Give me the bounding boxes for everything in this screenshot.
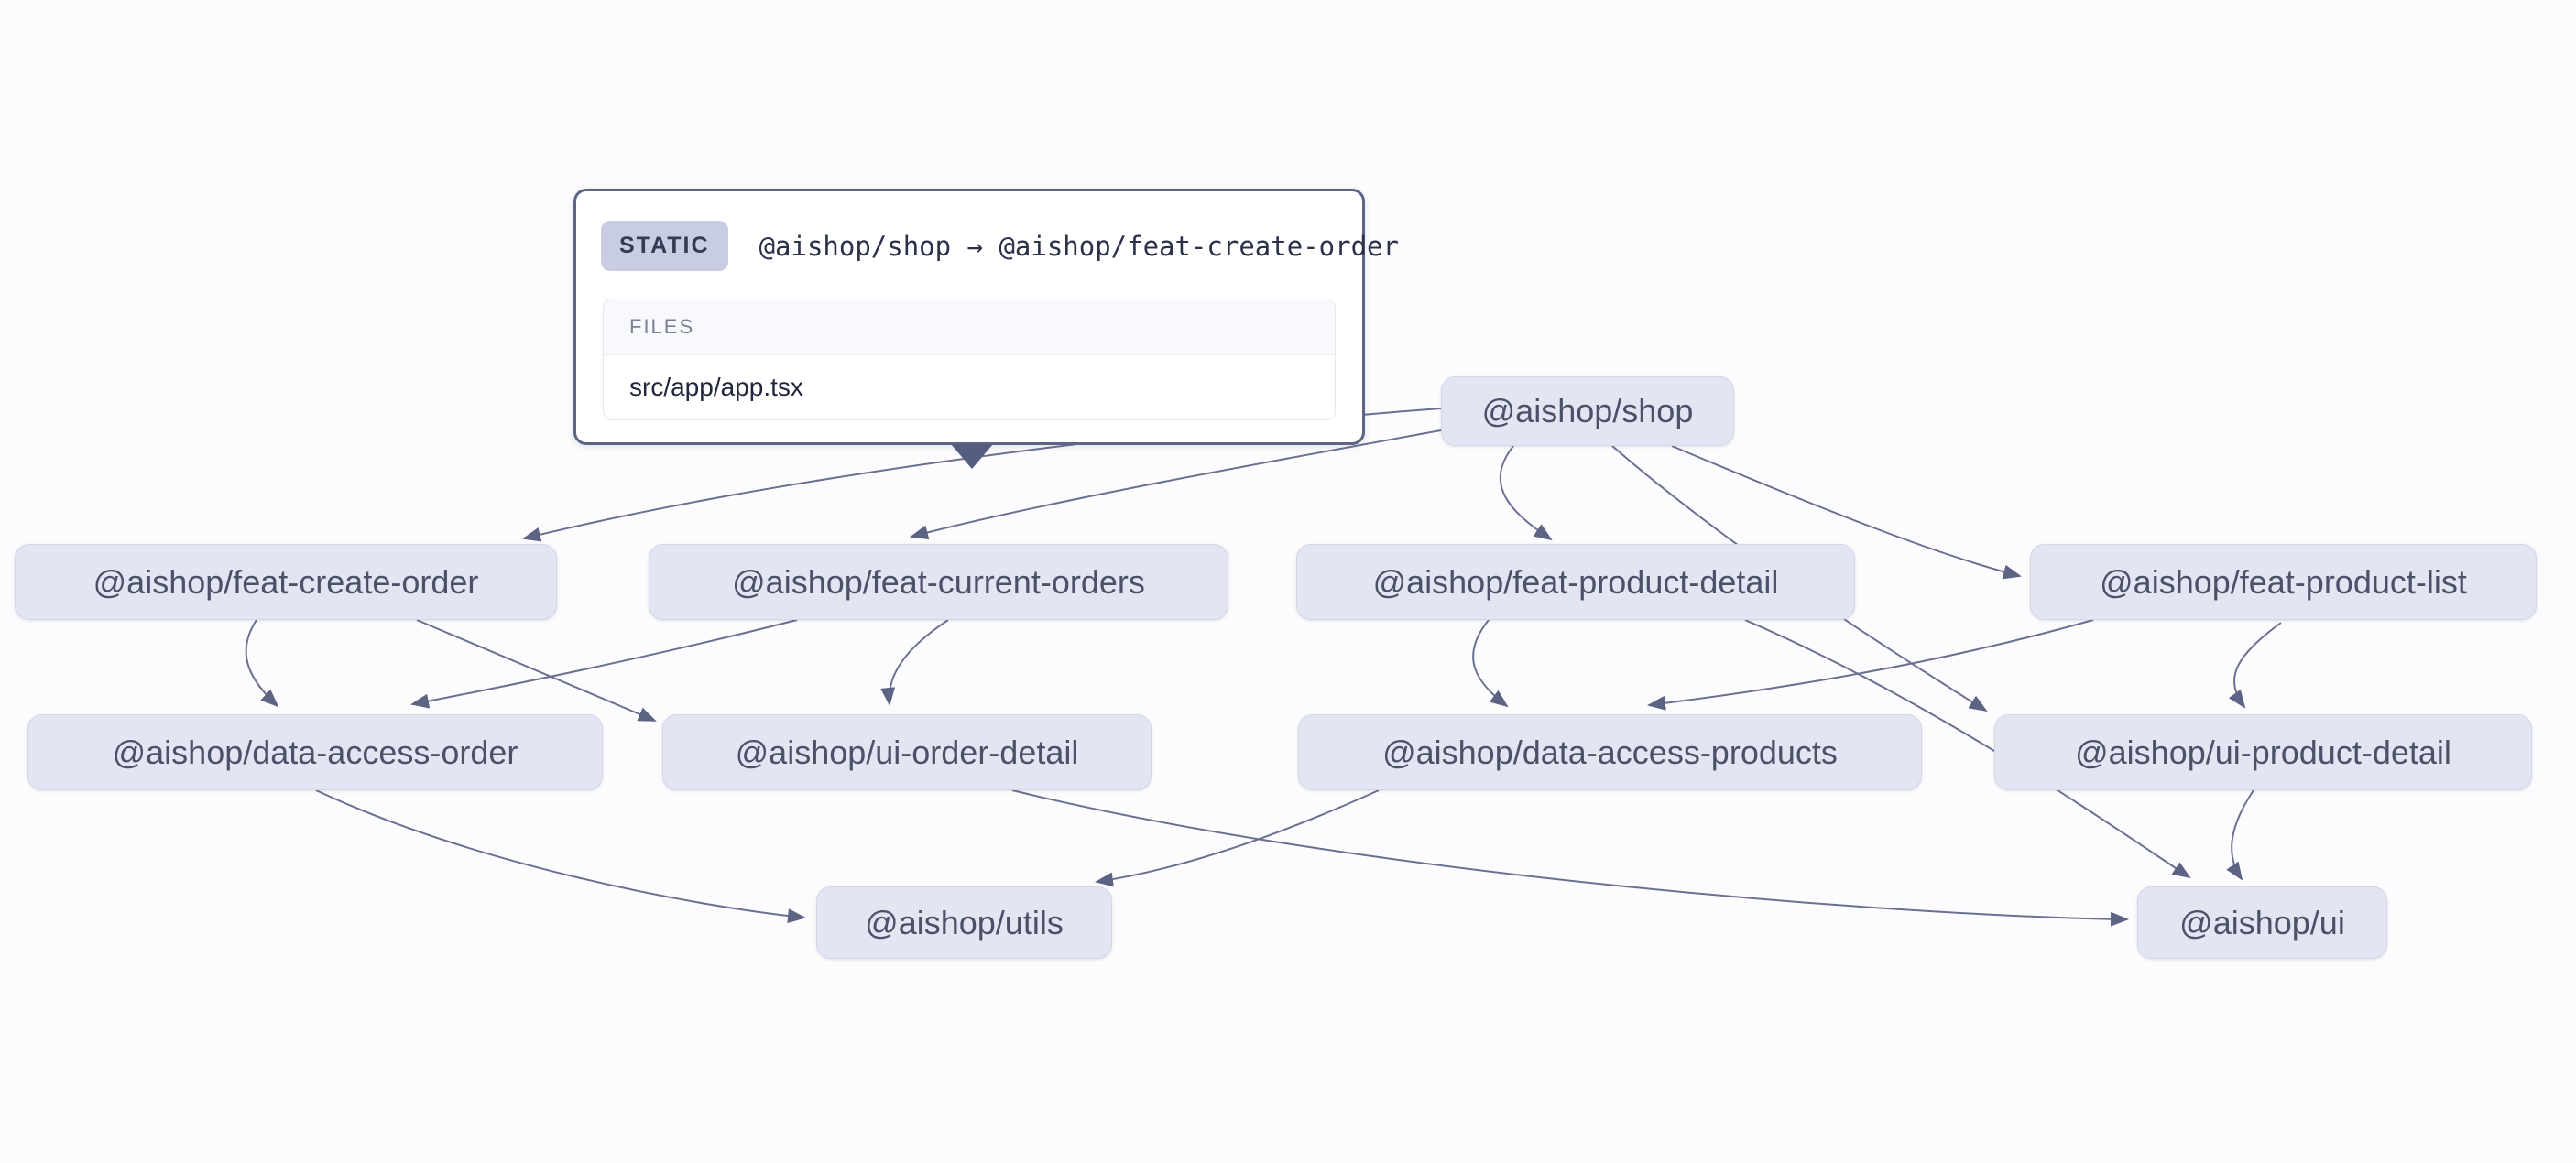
graph-node-shop[interactable]: @aishop/shop: [1441, 376, 1734, 446]
edge-file-item: src/app/app.tsx: [604, 355, 1335, 419]
graph-node-label: @aishop/data-access-products: [1382, 733, 1838, 771]
edge-tooltip-title: @aishop/shop → @aishop/feat-create-order: [759, 230, 1399, 262]
graph-node-label: @aishop/ui-product-detail: [2075, 733, 2451, 771]
edge-files-header: FILES: [604, 299, 1335, 355]
graph-node-feat-product-list[interactable]: @aishop/feat-product-list: [2030, 544, 2537, 620]
graph-node-label: @aishop/feat-create-order: [93, 562, 479, 601]
graph-node-utils[interactable]: @aishop/utils: [816, 886, 1112, 959]
graph-node-feat-current-orders[interactable]: @aishop/feat-current-orders: [649, 544, 1228, 620]
edge-feat-current-orders-to-data-access-order[interactable]: [410, 619, 798, 709]
graph-node-ui-order-detail[interactable]: @aishop/ui-order-detail: [662, 714, 1152, 790]
edge-feat-create-order-to-data-access-order[interactable]: [245, 619, 279, 708]
graph-node-label: @aishop/shop: [1481, 392, 1694, 429]
edge-files-box: FILES src/app/app.tsx: [603, 299, 1336, 420]
edge-feat-current-orders-to-ui-order-detail[interactable]: [880, 619, 949, 706]
tooltip-caret-icon: [951, 444, 993, 469]
graph-node-ui[interactable]: @aishop/ui: [2137, 886, 2387, 959]
edge-type-badge: STATIC: [601, 221, 728, 271]
edge-feat-product-list-to-data-access-products[interactable]: [1647, 619, 2094, 711]
graph-node-feat-product-detail[interactable]: @aishop/feat-product-detail: [1296, 544, 1855, 620]
graph-node-data-access-products[interactable]: @aishop/data-access-products: [1298, 714, 1922, 790]
graph-node-label: @aishop/ui: [2179, 903, 2345, 941]
graph-node-label: @aishop/feat-current-orders: [732, 562, 1145, 601]
graph-node-label: @aishop/feat-product-detail: [1372, 562, 1779, 601]
graph-node-feat-create-order[interactable]: @aishop/feat-create-order: [15, 544, 557, 620]
edge-feat-product-list-to-ui-product-detail[interactable]: [2228, 622, 2282, 709]
edge-data-access-products-to-utils[interactable]: [1095, 789, 1380, 887]
graph-node-ui-product-detail[interactable]: @aishop/ui-product-detail: [1994, 714, 2532, 790]
graph-node-data-access-order[interactable]: @aishop/data-access-order: [27, 714, 603, 790]
edge-tooltip: STATIC @aishop/shop → @aishop/feat-creat…: [573, 189, 1399, 469]
edge-ui-order-detail-to-ui[interactable]: [1011, 789, 2129, 927]
graph-node-label: @aishop/utils: [865, 903, 1064, 941]
edge-feat-product-detail-to-data-access-products[interactable]: [1472, 619, 1509, 708]
graph-node-label: @aishop/feat-product-list: [2100, 562, 2467, 601]
edge-shop-to-feat-product-list[interactable]: [1671, 445, 2022, 580]
edge-tooltip-header: STATIC @aishop/shop → @aishop/feat-creat…: [576, 191, 1399, 271]
graph-node-label: @aishop/data-access-order: [112, 733, 518, 771]
edge-data-access-order-to-utils[interactable]: [315, 789, 806, 924]
edge-ui-product-detail-to-ui[interactable]: [2226, 789, 2254, 881]
graph-node-label: @aishop/ui-order-detail: [735, 733, 1079, 771]
edge-feat-create-order-to-ui-order-detail[interactable]: [416, 619, 657, 722]
edge-shop-to-feat-current-orders[interactable]: [910, 429, 1442, 540]
edge-shop-to-feat-product-detail[interactable]: [1499, 445, 1553, 541]
